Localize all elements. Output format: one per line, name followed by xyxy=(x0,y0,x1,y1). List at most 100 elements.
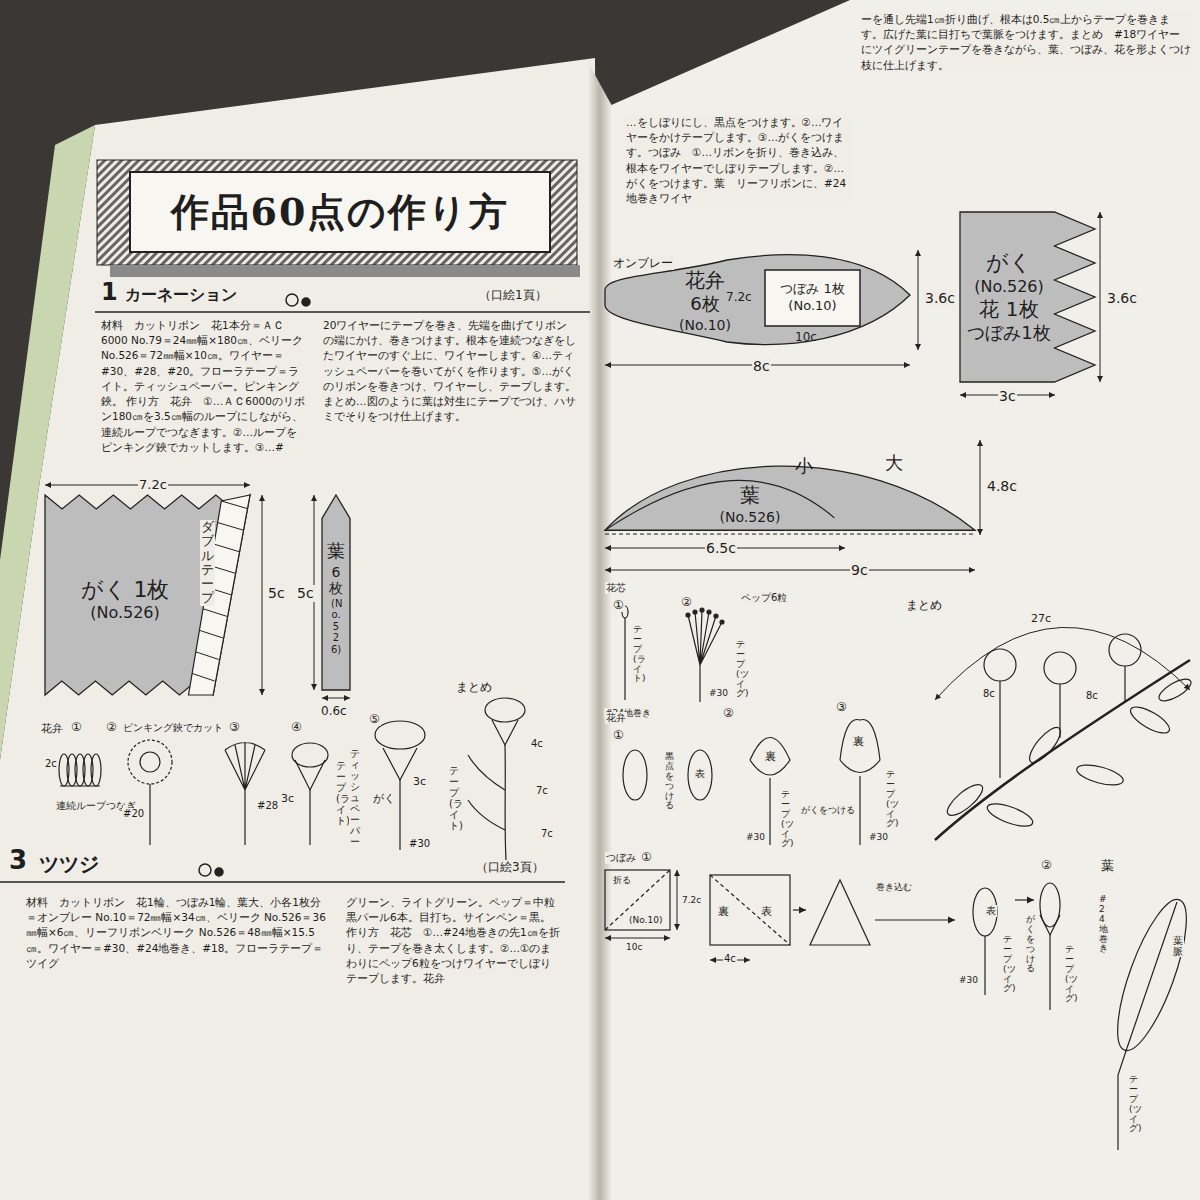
dimension-label: 8c xyxy=(1085,690,1099,702)
node-text-box: 葉 (No.526) xyxy=(700,480,800,530)
sepal-outline xyxy=(45,495,250,695)
diagram-label: 巻き込む xyxy=(875,882,913,893)
dimension-label: 10c xyxy=(795,330,817,344)
section-heading: 3 xyxy=(8,845,28,876)
pattern-text: つぼみ 1枚 xyxy=(780,282,844,297)
dimension-label: 3.6c xyxy=(924,290,956,307)
section-rules xyxy=(0,294,590,882)
diagram-label: がくをつける xyxy=(800,805,856,816)
diagram-label: ティッシュペーパー xyxy=(349,748,361,847)
pattern-text: (No.10) xyxy=(679,317,731,333)
diagram-label: 花弁 xyxy=(605,712,627,724)
node-text-box: がく 1枚(No.526) xyxy=(55,540,195,660)
small-leaf-line xyxy=(605,480,834,530)
pattern-text: 葉 xyxy=(740,484,760,507)
diagram-label: 黒点をつける xyxy=(664,752,675,811)
step-number: ② xyxy=(1040,858,1053,872)
hatch-line xyxy=(196,652,219,660)
diagram-label: 表 xyxy=(760,905,773,918)
wire-gauge: #30 xyxy=(868,832,889,843)
dimension-label: 8c xyxy=(982,688,996,700)
diagram-label: オンブレー xyxy=(612,256,674,270)
pattern-piece: 葉 (No.526) xyxy=(605,440,975,535)
wire-gauge: #30 xyxy=(745,832,766,843)
diagram-label: テープ(ツイグ) xyxy=(780,790,791,849)
diagram-label: 花弁 xyxy=(40,722,64,735)
pattern-outline xyxy=(765,270,860,326)
dimension-label: 4.8c xyxy=(986,478,1018,495)
hatch-line xyxy=(218,523,244,531)
diagram-label: 花芯 xyxy=(605,582,627,594)
petal-outline xyxy=(605,255,910,345)
step-number: ② xyxy=(722,706,735,720)
diagram-label: 裏 xyxy=(764,750,777,763)
double-tape-strip xyxy=(189,495,251,695)
dimension-lines xyxy=(45,212,1190,960)
dimension-label: 3c xyxy=(412,775,427,788)
diagram-label: ピンキング鋏でカット xyxy=(122,722,224,734)
pattern-piece: がく 1枚(No.526) xyxy=(45,495,250,695)
diagram-label: (No.10) xyxy=(628,915,663,926)
diagram-label: 小 xyxy=(795,455,813,477)
diagram-label: テープ(ツイグ) xyxy=(885,770,896,829)
pattern-text: (No.526) xyxy=(331,598,341,656)
step-number: ① xyxy=(640,850,653,864)
diagram-label: つぼみ xyxy=(605,852,637,864)
page-title: 作品60点の作り方 xyxy=(130,172,550,252)
diagram-label: 折る xyxy=(612,875,632,886)
pattern-text: (No.526) xyxy=(90,604,160,622)
title-banner xyxy=(97,160,580,277)
diagram-label: まとめ xyxy=(905,598,943,612)
dimension-label: 7.2c xyxy=(726,290,752,304)
body-text: …をしぼりにし、黒点をつけます。②…ワイヤーをかけテープします。③…がくをつけま… xyxy=(625,115,852,206)
diagram-label: テープ(ライト) xyxy=(632,625,643,684)
dimension-label: 3c xyxy=(998,388,1017,405)
step-number: ⑤ xyxy=(368,712,381,726)
dimension-label: 3.6c xyxy=(1106,290,1138,307)
dimension-label: 3c xyxy=(280,792,295,805)
diagram-label: 大 xyxy=(885,452,903,474)
section-heading: カーネーション xyxy=(124,285,238,304)
wire-gauge: #20 xyxy=(122,808,145,820)
pattern-text: がく xyxy=(986,250,1032,275)
pattern-text: (No.526) xyxy=(720,509,781,525)
step-number: ④ xyxy=(290,720,303,734)
wire-gauge: #30 xyxy=(958,975,979,986)
pattern-text: 6枚 xyxy=(329,564,343,596)
hatch-line xyxy=(199,630,222,638)
diagram-label: 表 xyxy=(694,768,706,780)
dimension-label: 8c xyxy=(752,358,771,375)
section-heading: 1 xyxy=(100,278,119,307)
pattern-outline xyxy=(960,212,1095,382)
dimension-label: 0.6c xyxy=(320,704,348,718)
hatch-line xyxy=(203,609,227,617)
step-number: ① xyxy=(612,728,625,742)
pattern-outline xyxy=(605,440,975,535)
body-text: 20ワイヤーにテープを巻き、先端を曲げてリボンの端にかけ、巻きつけます。根本を連… xyxy=(322,318,579,425)
wire-gauge: #24地巻き xyxy=(1098,895,1109,954)
diagram-label: まとめ xyxy=(455,680,493,694)
diagram-label: 表 xyxy=(985,905,997,917)
diagram-label: がくをつける xyxy=(1025,915,1036,974)
body-text: ーを通し先端1㎝折り曲げ、根本は0.5㎝上からテープを巻きます。広げた葉に目打ち… xyxy=(860,12,1192,73)
wire-gauge: #28 xyxy=(256,800,279,812)
dimension-label: 9c xyxy=(850,562,869,579)
step-number: ③ xyxy=(835,700,848,714)
pattern-piece: がく(No.526)花 1枚つぼみ1枚 xyxy=(960,212,1095,382)
step-number: ② xyxy=(680,595,693,609)
wire-gauge: #30 xyxy=(408,838,431,850)
dimension-label: 7c xyxy=(535,785,549,797)
dimension-label: 27c xyxy=(1030,612,1052,625)
step-number: ① xyxy=(612,598,625,612)
diagram-label: 葉 xyxy=(1100,858,1115,874)
diagram-label: テープ(ツイグ) xyxy=(1002,935,1013,994)
node-text-box: 葉6枚 (No.526) xyxy=(322,509,350,687)
dimension-label: 7c xyxy=(540,828,554,840)
fold-line xyxy=(605,534,975,535)
diagram-label: ダブルテープ xyxy=(200,520,215,606)
dimension-label: 5c xyxy=(267,585,286,602)
dimension-label: 4c xyxy=(530,738,544,750)
node-text-box: つぼみ 1枚(No.10) xyxy=(767,274,858,322)
pattern-text: 葉 xyxy=(327,541,345,562)
